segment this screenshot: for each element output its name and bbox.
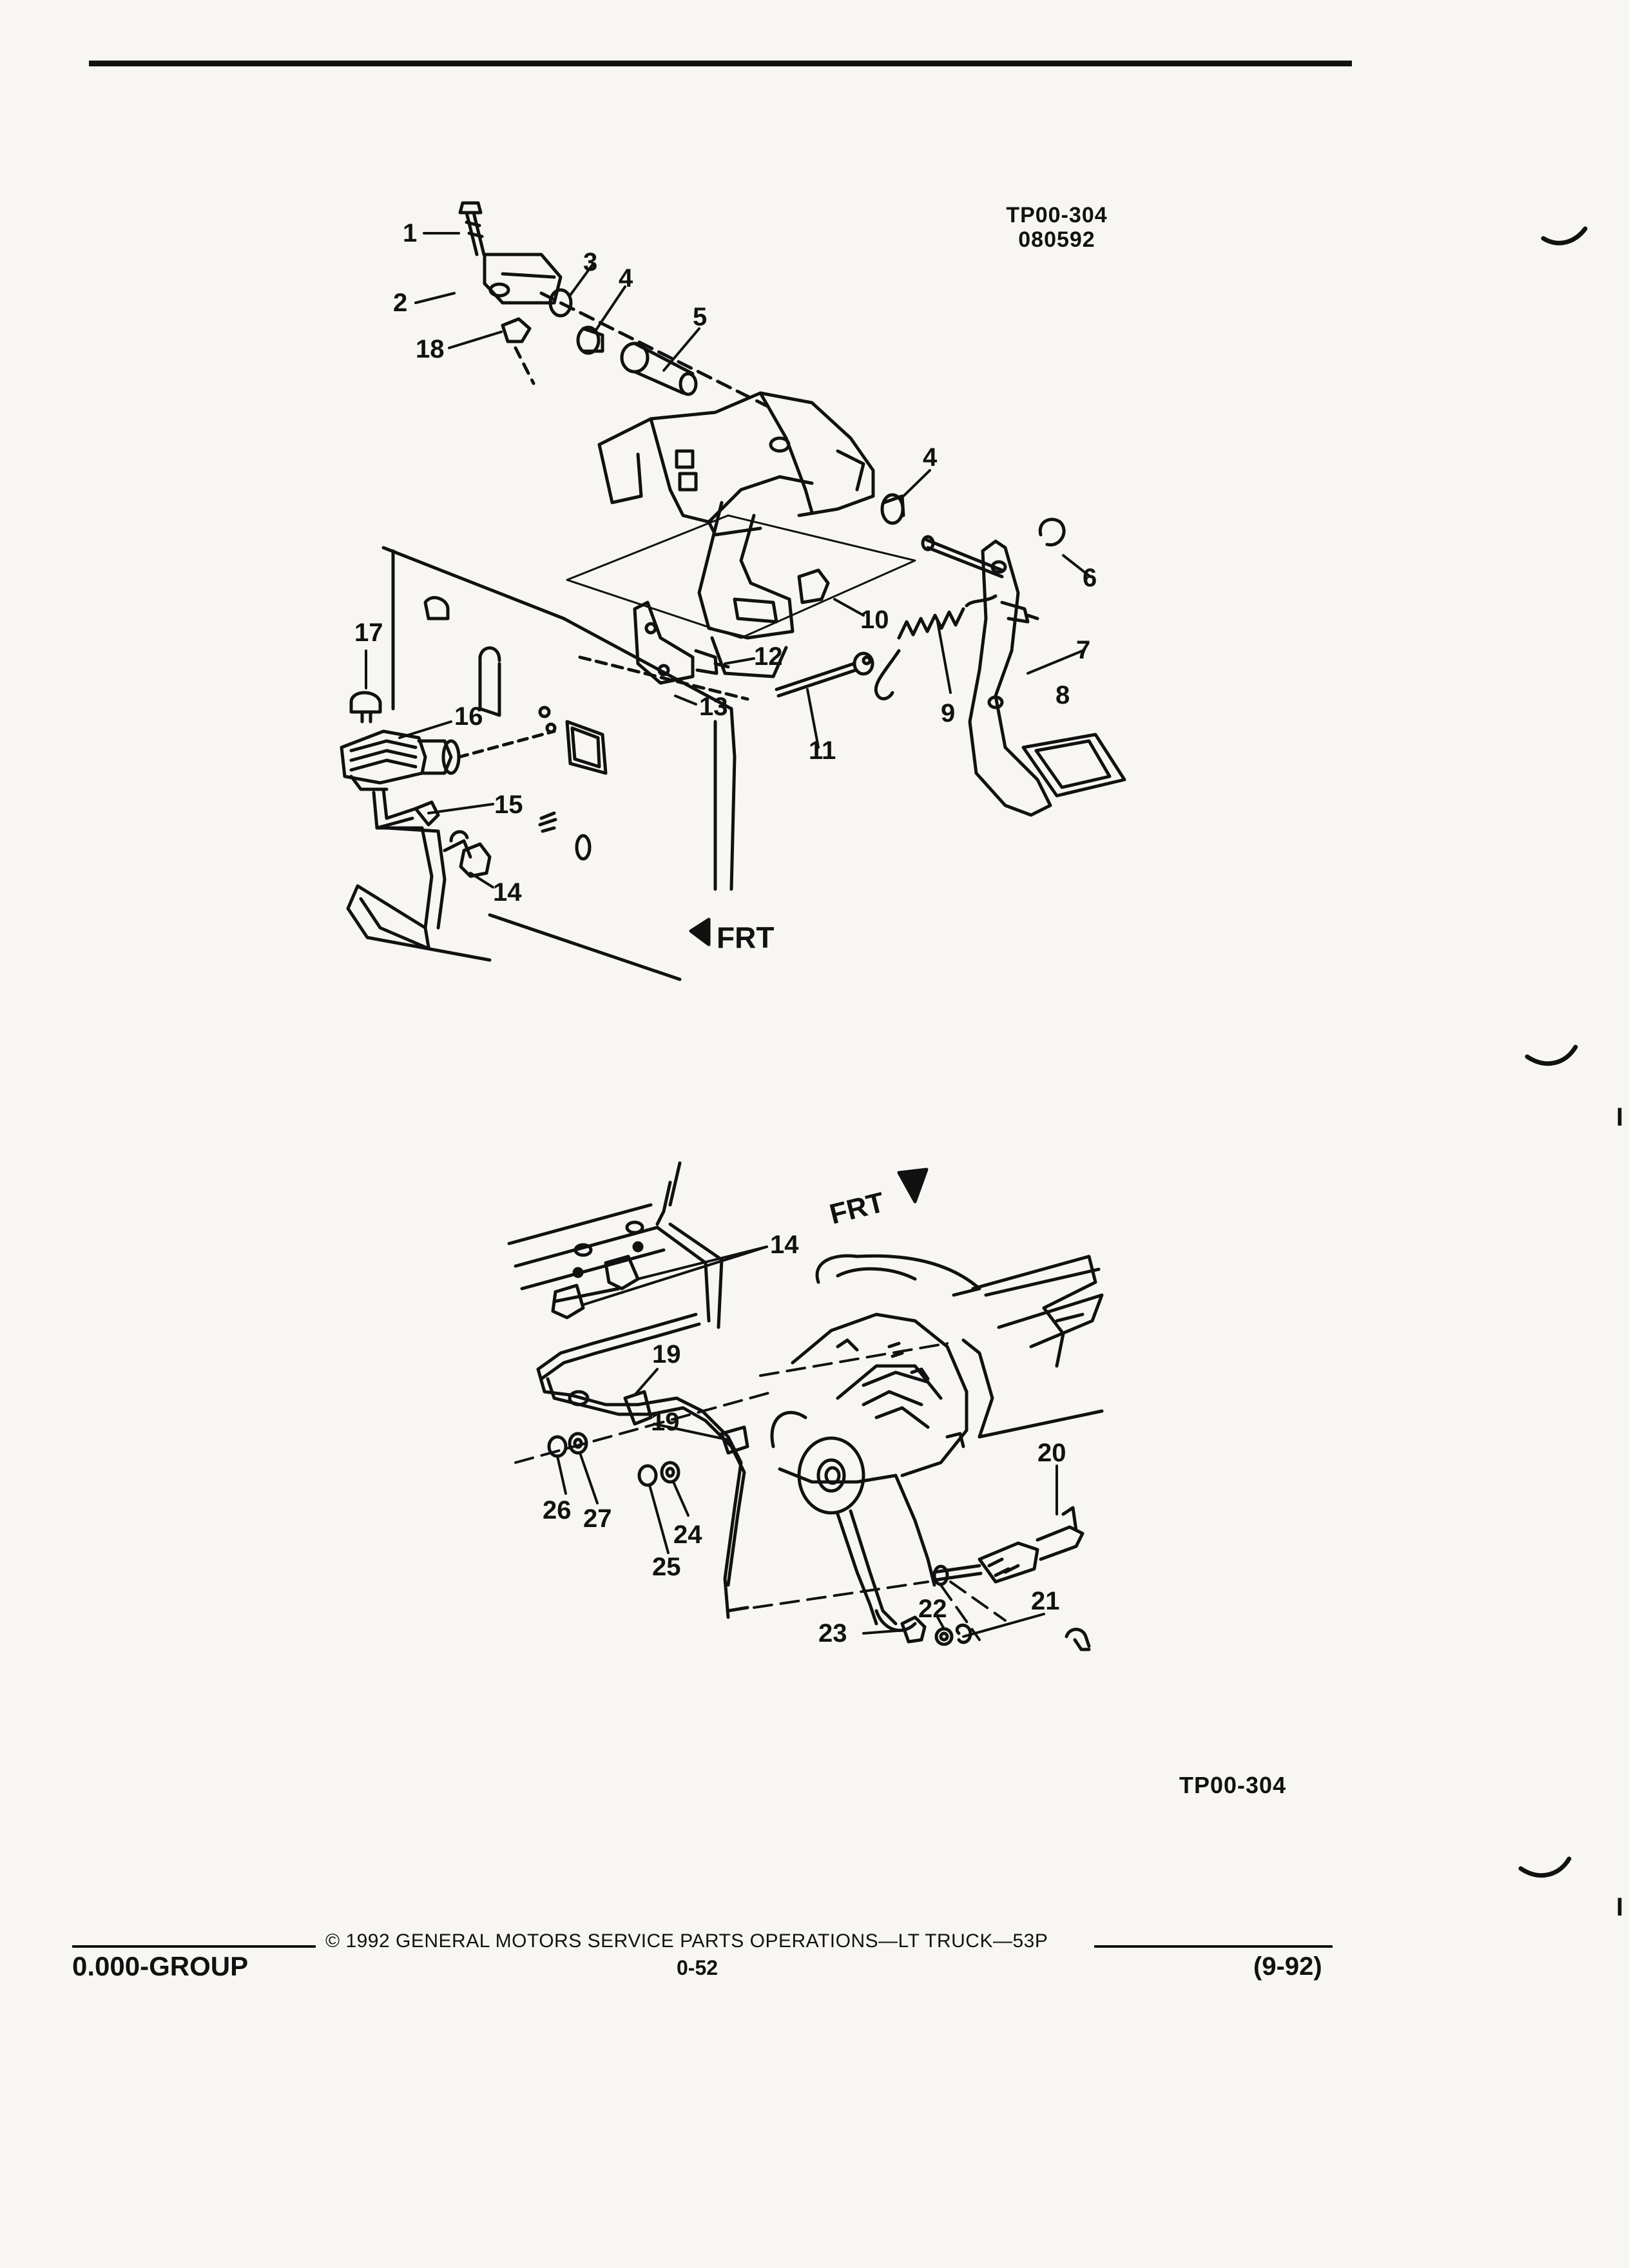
- figure-code-top: TP00-304 080592: [992, 203, 1121, 252]
- fasteners: [547, 1432, 1091, 1651]
- page-footer: © 1992 GENERAL MOTORS SERVICE PARTS OPER…: [0, 1927, 1629, 2004]
- copyright-notice: © 1992 GENERAL MOTORS SERVICE PARTS OPER…: [325, 1930, 1048, 1952]
- callout: 8: [1055, 681, 1070, 709]
- frame-rail-right: [971, 1254, 1104, 1439]
- bolt-part: [458, 201, 486, 256]
- pedal-bracket: [597, 391, 875, 537]
- top-callouts: 1 2 3 4 5 4 6 7 8 9 10 11 12 13 14 15 16…: [354, 219, 1097, 907]
- transmission-housing: [770, 1254, 994, 1632]
- margin-mark: I: [1616, 1103, 1624, 1131]
- centerline: [514, 346, 535, 385]
- callout: 18: [416, 335, 445, 363]
- figure-code-line-2: 080592: [1018, 227, 1095, 252]
- callout: 21: [1031, 1587, 1060, 1615]
- bottom-callouts: 14 19 19 20 21 22 23 24 25 26 27: [543, 1231, 1066, 1648]
- bushing-part: [548, 288, 573, 318]
- callout: 5: [693, 303, 707, 331]
- pedal-pad: [1021, 733, 1126, 798]
- pivot-shaft: [620, 341, 698, 396]
- callout: 19: [651, 1408, 680, 1436]
- retainer-clip: [1038, 517, 1066, 547]
- callout: 26: [543, 1496, 572, 1524]
- callout: 2: [393, 289, 407, 317]
- callout: 20: [1037, 1439, 1066, 1467]
- callout: 25: [652, 1553, 681, 1581]
- line-fitting: [414, 800, 440, 827]
- pedal-bumper: [797, 568, 830, 604]
- frame-rail: [507, 1161, 724, 1329]
- callout: 27: [583, 1504, 612, 1533]
- hydraulic-line: [536, 1312, 749, 1619]
- front-arrow-icon: [689, 918, 711, 947]
- floor-outline: [566, 514, 916, 639]
- pushrod: [775, 651, 874, 698]
- callout: 4: [619, 264, 633, 293]
- callout: 6: [1083, 564, 1097, 592]
- leader-lines: [365, 232, 1092, 889]
- revision-date: (9-92): [1253, 1952, 1322, 1981]
- callout: 9: [941, 699, 955, 727]
- brake-pedal-arm: [921, 535, 1052, 817]
- margin-mark: I: [1616, 1893, 1624, 1921]
- master-cylinder: [340, 706, 557, 791]
- mount-bracket: [483, 253, 563, 305]
- return-spring: [874, 594, 998, 700]
- stud-part: [538, 811, 557, 833]
- figure-code-line-1: TP00-304: [1006, 203, 1108, 227]
- slave-cylinder: [932, 1506, 1084, 1586]
- front-label: FRT: [827, 1186, 888, 1230]
- hydraulic-line: [346, 787, 492, 962]
- slave-cylinder-illustration: FRT 14 19 19 20: [507, 1161, 1104, 1651]
- callout: 12: [754, 642, 783, 671]
- callout: 11: [809, 736, 836, 765]
- line-clamp: [551, 1220, 644, 1320]
- centerlines: [514, 1342, 1007, 1641]
- callout: 16: [454, 702, 483, 731]
- callout: 13: [699, 693, 728, 721]
- callout: 14: [770, 1231, 799, 1259]
- callout: 17: [354, 619, 383, 647]
- callout: 1: [403, 219, 417, 247]
- line-clamp: [449, 830, 492, 878]
- callout: 14: [493, 878, 522, 907]
- callout: 23: [818, 1619, 847, 1648]
- callout: 24: [673, 1521, 702, 1549]
- front-arrow-icon: [897, 1168, 929, 1204]
- pedal-assembly-illustration: FRT: [340, 201, 1126, 981]
- bushing-part: [576, 325, 601, 355]
- callout: 7: [1076, 636, 1090, 664]
- callout: 10: [860, 606, 889, 634]
- pushrod-bracket: [633, 601, 730, 685]
- front-label: FRT: [717, 921, 774, 954]
- callout: 22: [918, 1595, 947, 1623]
- bushing-part: [581, 327, 604, 353]
- edge-marks: [1518, 226, 1588, 1878]
- group-label: 0.000-GROUP: [72, 1951, 249, 1981]
- callout: 3: [583, 248, 597, 276]
- figure-code-bottom: TP00-304: [1179, 1772, 1287, 1798]
- callout: 15: [494, 791, 523, 819]
- reservoir-cap: [349, 691, 382, 724]
- leader-lines: [556, 1245, 1058, 1638]
- callout: 19: [652, 1340, 681, 1369]
- footer-rule-right: [1094, 1945, 1333, 1948]
- centerline: [539, 291, 769, 408]
- footer-rule-left: [72, 1945, 316, 1948]
- callout: 4: [923, 443, 938, 472]
- top-rule: [89, 61, 1352, 66]
- dash-panel: [381, 546, 749, 981]
- page-number: 0-52: [677, 1956, 718, 1979]
- nut-part: [501, 317, 532, 343]
